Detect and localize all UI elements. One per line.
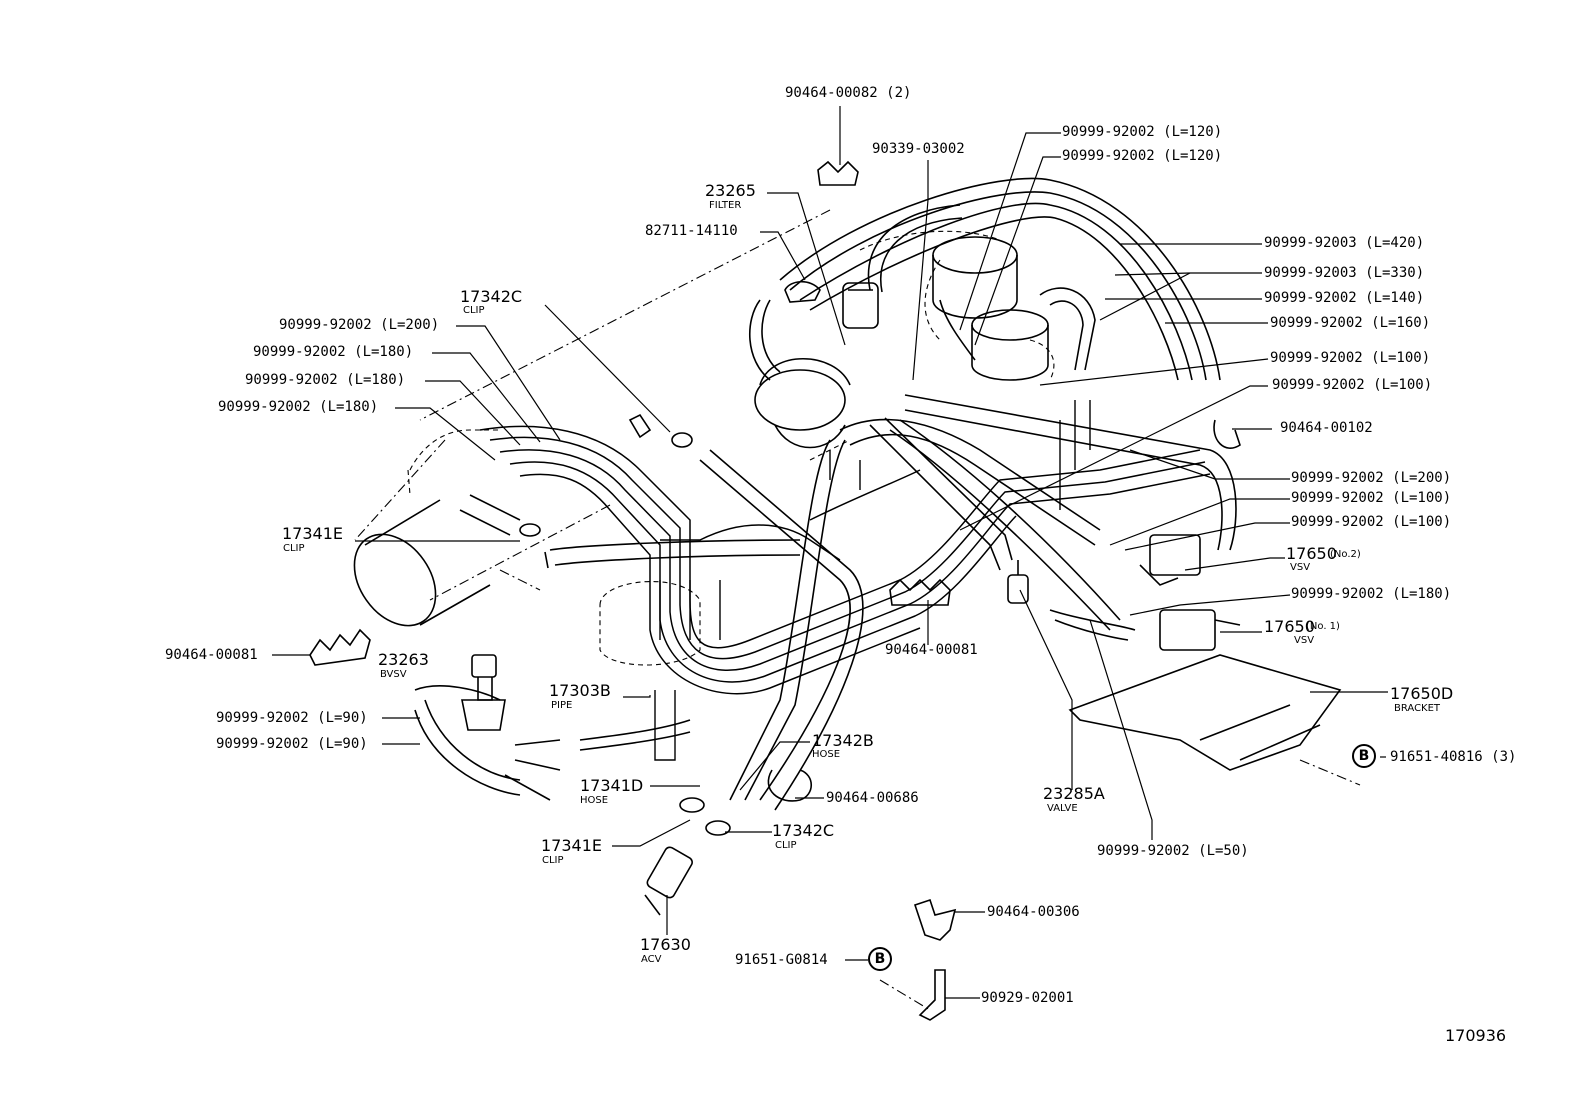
part-17342b: 17342B: [812, 731, 874, 750]
diagram-id: 170936: [1445, 1026, 1507, 1045]
part-17650-no1-note: (No. 1): [1306, 621, 1340, 632]
marker-b-right: B: [1352, 744, 1376, 768]
part-90999-92002-l200-right: 90999-92002 (L=200): [1291, 470, 1452, 486]
part-17341e-bottom: 17341E: [541, 836, 603, 855]
marker-b-bottom: B: [868, 947, 892, 971]
part-91651-40816: 91651-40816 (3): [1390, 749, 1517, 765]
part-23285a-desc: VALVE: [1047, 803, 1078, 814]
part-90999-92002-l180-a: 90999-92002 (L=180): [253, 344, 414, 360]
part-17303b: 17303B: [549, 681, 611, 700]
part-17342c-bottom: 17342C: [772, 821, 835, 840]
part-90999-92002-l50: 90999-92002 (L=50): [1097, 843, 1249, 859]
part-90464-00081-left: 90464-00081: [165, 647, 258, 663]
part-23263-desc: BVSV: [380, 669, 407, 680]
part-90999-92002-l100-d: 90999-92002 (L=100): [1291, 514, 1452, 530]
part-17303b-desc: PIPE: [551, 700, 573, 711]
part-23263: 23263: [378, 650, 429, 669]
part-17630-desc: ACV: [641, 954, 662, 965]
part-17650-no1: 17650: [1264, 617, 1315, 636]
part-17341d-desc: HOSE: [580, 795, 609, 806]
leader-lines: [272, 106, 1388, 999]
part-90999-92002-l100-c: 90999-92002 (L=100): [1291, 490, 1452, 506]
part-23265: 23265: [705, 181, 756, 200]
left-hoses: [353, 494, 801, 801]
part-90999-92002-l180-right: 90999-92002 (L=180): [1291, 586, 1452, 602]
part-90999-92002-l120-b: 90999-92002 (L=120): [1062, 148, 1223, 164]
part-90464-00102: 90464-00102: [1280, 420, 1373, 436]
part-17650-no2: 17650: [1286, 544, 1337, 563]
part-17341e-bottom-desc: CLIP: [542, 855, 564, 866]
part-90999-92002-l140: 90999-92002 (L=140): [1264, 290, 1425, 306]
part-23285a: 23285A: [1043, 784, 1105, 803]
part-90464-00082: 90464-00082 (2): [785, 85, 912, 101]
part-90339-03002: 90339-03002: [872, 141, 965, 157]
part-17630: 17630: [640, 935, 691, 954]
part-90929-02001: 90929-02001: [981, 990, 1074, 1006]
part-17341e-left: 17341E: [282, 524, 344, 543]
part-90999-92002-l100-a: 90999-92002 (L=100): [1270, 350, 1431, 366]
part-17342c-top: 17342C: [460, 287, 523, 306]
long-hoses: [699, 394, 1237, 811]
part-90999-92002-l160: 90999-92002 (L=160): [1270, 315, 1431, 331]
part-90999-92002-l100-b: 90999-92002 (L=100): [1272, 377, 1433, 393]
part-91651-g0814: 91651-G0814: [735, 952, 828, 968]
part-90999-92002-l200-left: 90999-92002 (L=200): [279, 317, 440, 333]
part-17650d-desc: BRACKET: [1394, 703, 1441, 714]
part-17650-no2-note: (No.2): [1330, 549, 1361, 560]
part-90999-92002-l120-a: 90999-92002 (L=120): [1062, 124, 1223, 140]
part-17342c-top-desc: CLIP: [463, 305, 485, 316]
part-17342b-desc: HOSE: [812, 749, 841, 760]
part-90999-92003-l420: 90999-92003 (L=420): [1264, 235, 1425, 251]
part-90464-00081-right: 90464-00081: [885, 642, 978, 658]
small-parts: [309, 160, 1342, 1021]
part-23265-desc: FILTER: [709, 200, 742, 211]
part-90999-92003-l330: 90999-92003 (L=330): [1264, 265, 1425, 281]
dashed-lines: [354, 209, 1361, 1011]
hose-stubs: [654, 400, 1091, 761]
part-17650-no1-desc: VSV: [1294, 635, 1315, 646]
part-90999-92002-l90-b: 90999-92002 (L=90): [216, 736, 368, 752]
arc-hoses: [749, 177, 1221, 381]
part-90999-92002-l180-c: 90999-92002 (L=180): [218, 399, 379, 415]
canister: [754, 236, 1049, 449]
part-82711-14110: 82711-14110: [645, 223, 738, 239]
part-90999-92002-l180-b: 90999-92002 (L=180): [245, 372, 406, 388]
part-17650d: 17650D: [1390, 684, 1454, 703]
part-90999-92002-l90-a: 90999-92002 (L=90): [216, 710, 368, 726]
pipe-bundle: [479, 425, 1211, 695]
part-17341e-left-desc: CLIP: [283, 543, 305, 554]
dashed-outlines: [407, 230, 1055, 666]
part-90464-00686: 90464-00686: [826, 790, 919, 806]
part-17342c-bottom-desc: CLIP: [775, 840, 797, 851]
part-17650-no2-desc: VSV: [1290, 562, 1311, 573]
part-17341d: 17341D: [580, 776, 644, 795]
part-90464-00306: 90464-00306: [987, 904, 1080, 920]
